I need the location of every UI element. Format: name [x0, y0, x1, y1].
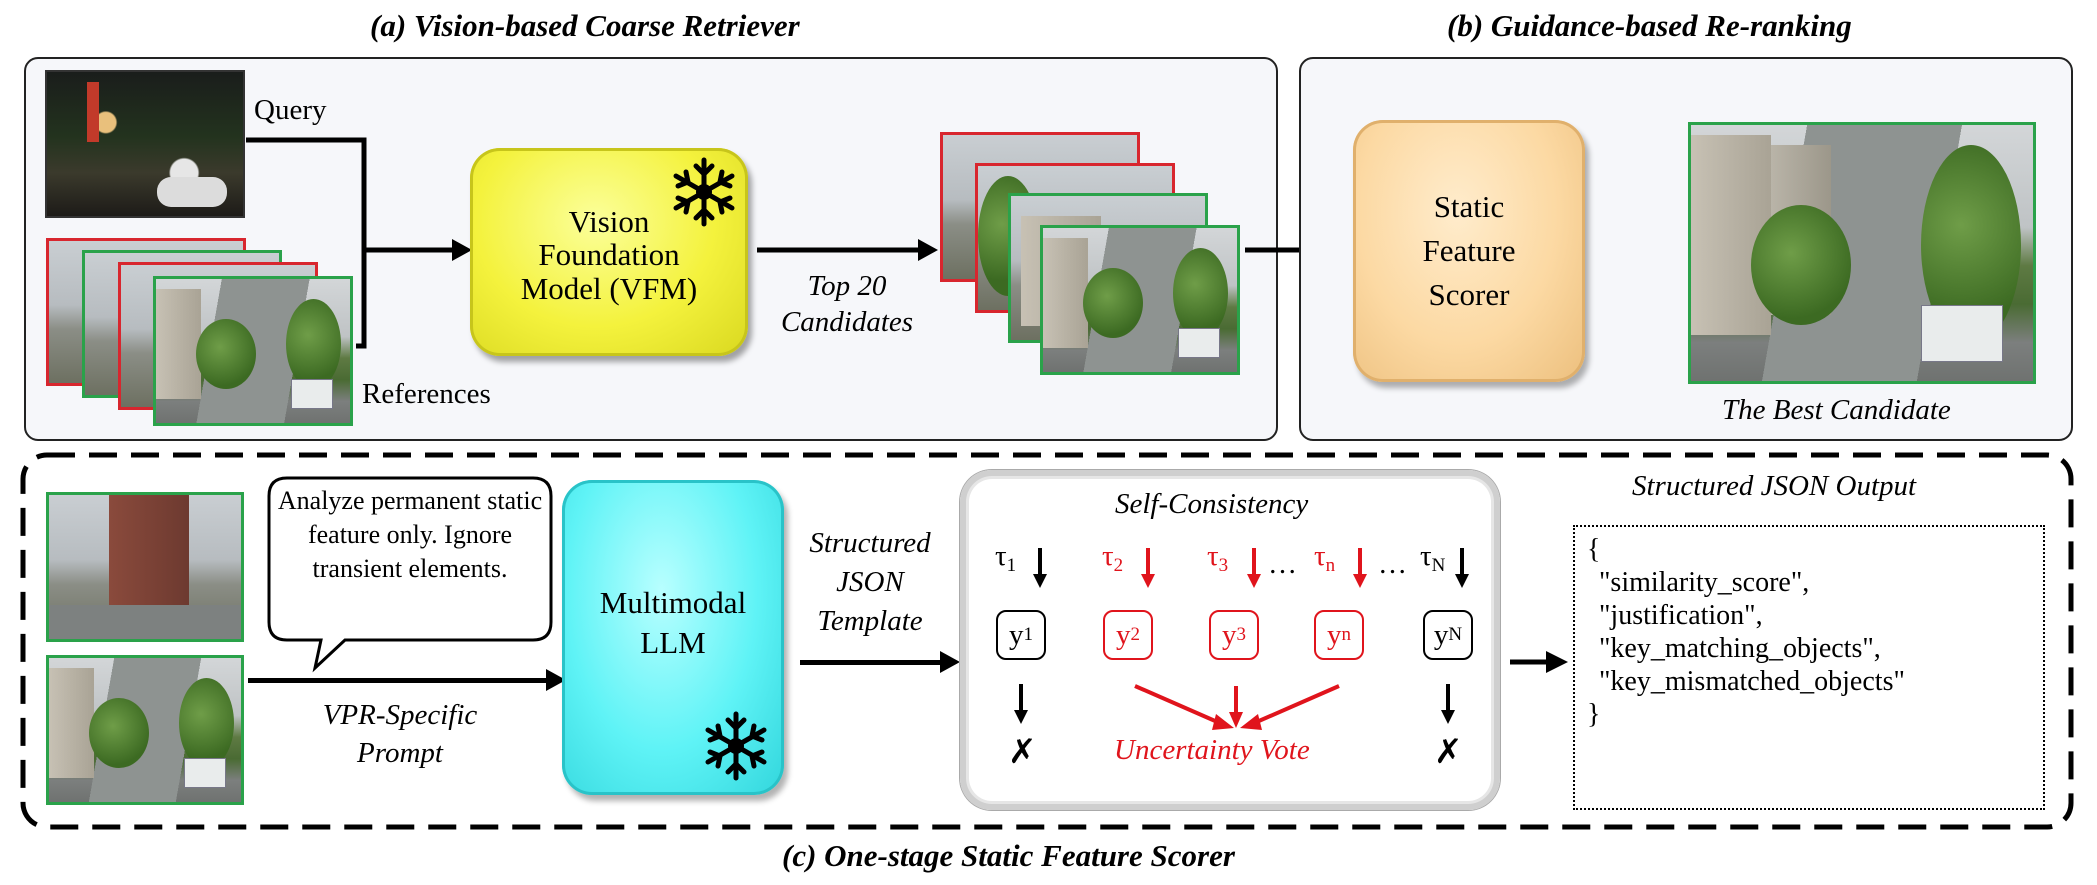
reference-image	[153, 276, 353, 426]
json-output-title: Structured JSON Output	[1632, 470, 1917, 502]
uncertainty-vote-label: Uncertainty Vote	[1114, 734, 1310, 766]
json-line: "similarity_score",	[1599, 567, 1810, 598]
tau-n: τn	[1314, 540, 1336, 576]
snowflake-icon	[705, 711, 767, 781]
template-label-line2: JSON	[836, 566, 904, 598]
query-image	[45, 70, 245, 218]
template-label-line1: Structured	[809, 527, 931, 559]
candidate-image	[1040, 225, 1240, 375]
template-label-line3: Template	[817, 605, 923, 637]
vfm-label: Vision Foundation Model (VFM)	[520, 203, 698, 306]
candidates-label-line2: Candidates	[780, 306, 914, 338]
candidates-label-line1: Top 20	[807, 270, 887, 302]
reject-mark-icon: ✗	[1008, 732, 1037, 772]
json-line: "justification",	[1599, 600, 1763, 631]
query-label: Query	[254, 94, 327, 126]
best-candidate-label: The Best Candidate	[1722, 394, 1951, 426]
tau-N: τN	[1420, 540, 1446, 576]
candidates-label: Top 20 Candidates	[752, 268, 942, 340]
template-arrow	[800, 651, 960, 673]
self-consistency-title: Self-Consistency	[1115, 488, 1309, 520]
prompt-bubble-shape	[267, 476, 553, 673]
json-line: }	[1587, 699, 1601, 730]
prompt-caption-line2: Prompt	[357, 737, 443, 769]
prompt-bubble-text: Analyze permanent static feature only. I…	[277, 486, 543, 583]
prompt-arrow	[248, 669, 566, 691]
json-line: "key_mismatched_objects"	[1599, 666, 1905, 697]
panel-b-title: (b) Guidance-based Re-ranking	[1447, 8, 1852, 43]
tau-2: τ2	[1102, 540, 1124, 576]
prompt-caption-line1: VPR-Specific	[322, 699, 478, 731]
json-line: "key_matching_objects",	[1599, 633, 1881, 664]
ellipsis: …	[1268, 548, 1297, 580]
reference-input-image	[46, 492, 244, 642]
panel-c-title: (c) One-stage Static Feature Scorer	[782, 838, 1235, 873]
static-feature-scorer-box: Static Feature Scorer	[1353, 120, 1585, 382]
panel-a-title: (a) Vision-based Coarse Retriever	[370, 8, 800, 43]
prompt-caption: VPR-Specific Prompt	[275, 696, 525, 772]
llm-label: Multimodal LLM	[599, 584, 747, 660]
reject-mark-icon: ✗	[1434, 732, 1463, 772]
snowflake-icon	[673, 157, 735, 227]
template-label: Structured JSON Template	[786, 524, 954, 641]
json-line: {	[1587, 534, 1601, 565]
references-label: References	[362, 378, 491, 410]
tau-1: τ1	[995, 540, 1017, 576]
best-candidate-image	[1688, 122, 2036, 384]
tau-3: τ3	[1207, 540, 1229, 576]
ellipsis: …	[1378, 548, 1407, 580]
json-output-box: { "similarity_score", "justification", "…	[1573, 525, 2045, 810]
scorer-label: Static Feature Scorer	[1422, 189, 1516, 312]
query-input-image	[46, 655, 244, 805]
